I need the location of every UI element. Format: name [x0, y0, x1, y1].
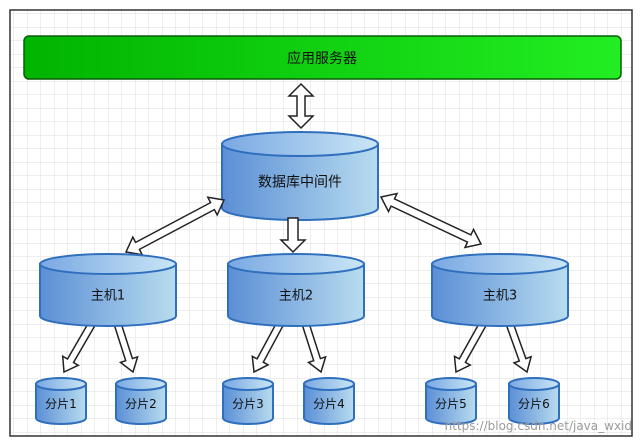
middleware-cylinder-label: 数据库中间件	[258, 175, 342, 191]
host-cylinder-3-label: 主机3	[483, 288, 517, 303]
host-cylinder-2: 主机2	[227, 253, 365, 327]
watermark-text: https://blog.csdn.net/java_wxid	[445, 419, 632, 433]
arrow-host-to-shard-1	[61, 319, 98, 374]
diagram-frame	[9, 9, 633, 437]
host-cylinder-3: 主机3	[431, 253, 569, 327]
shard-cylinder-3-label: 分片3	[232, 397, 264, 411]
host-cylinder-1-label: 主机1	[91, 288, 125, 303]
shard-cylinder-2: 分片2	[115, 377, 167, 425]
shard-cylinder-4-label: 分片4	[313, 397, 345, 411]
shard-cylinder-6: 分片6	[508, 377, 560, 425]
arrow-host-to-shard-2	[112, 319, 139, 374]
double-arrow-middleware-host3	[379, 192, 483, 249]
middleware-cylinder: 数据库中间件	[221, 131, 379, 221]
shard-cylinder-1-label: 分片1	[45, 397, 77, 411]
shard-cylinder-6-label: 分片6	[518, 397, 550, 411]
shard-cylinder-2-label: 分片2	[125, 397, 157, 411]
arrow-host-to-shard-4	[300, 319, 327, 374]
arrow-host-to-shard-3	[251, 319, 286, 374]
arrow-middleware-host2	[279, 217, 307, 254]
app-server-box: 应用服务器	[23, 35, 622, 80]
arrow-host-to-shard-6	[504, 319, 533, 374]
app-server-label: 应用服务器	[287, 50, 357, 67]
host-cylinder-1: 主机1	[39, 253, 177, 327]
shard-cylinder-3: 分片3	[222, 377, 274, 425]
host-cylinder-2-label: 主机2	[279, 288, 313, 303]
shard-cylinder-5-label: 分片5	[435, 397, 467, 411]
double-arrow-middleware-host1	[124, 196, 226, 256]
shard-cylinder-5: 分片5	[425, 377, 477, 425]
shard-cylinder-1: 分片1	[35, 377, 87, 425]
double-arrow-server-middleware	[287, 82, 315, 130]
arrow-host-to-shard-5	[453, 319, 489, 374]
shard-cylinder-4: 分片4	[303, 377, 355, 425]
